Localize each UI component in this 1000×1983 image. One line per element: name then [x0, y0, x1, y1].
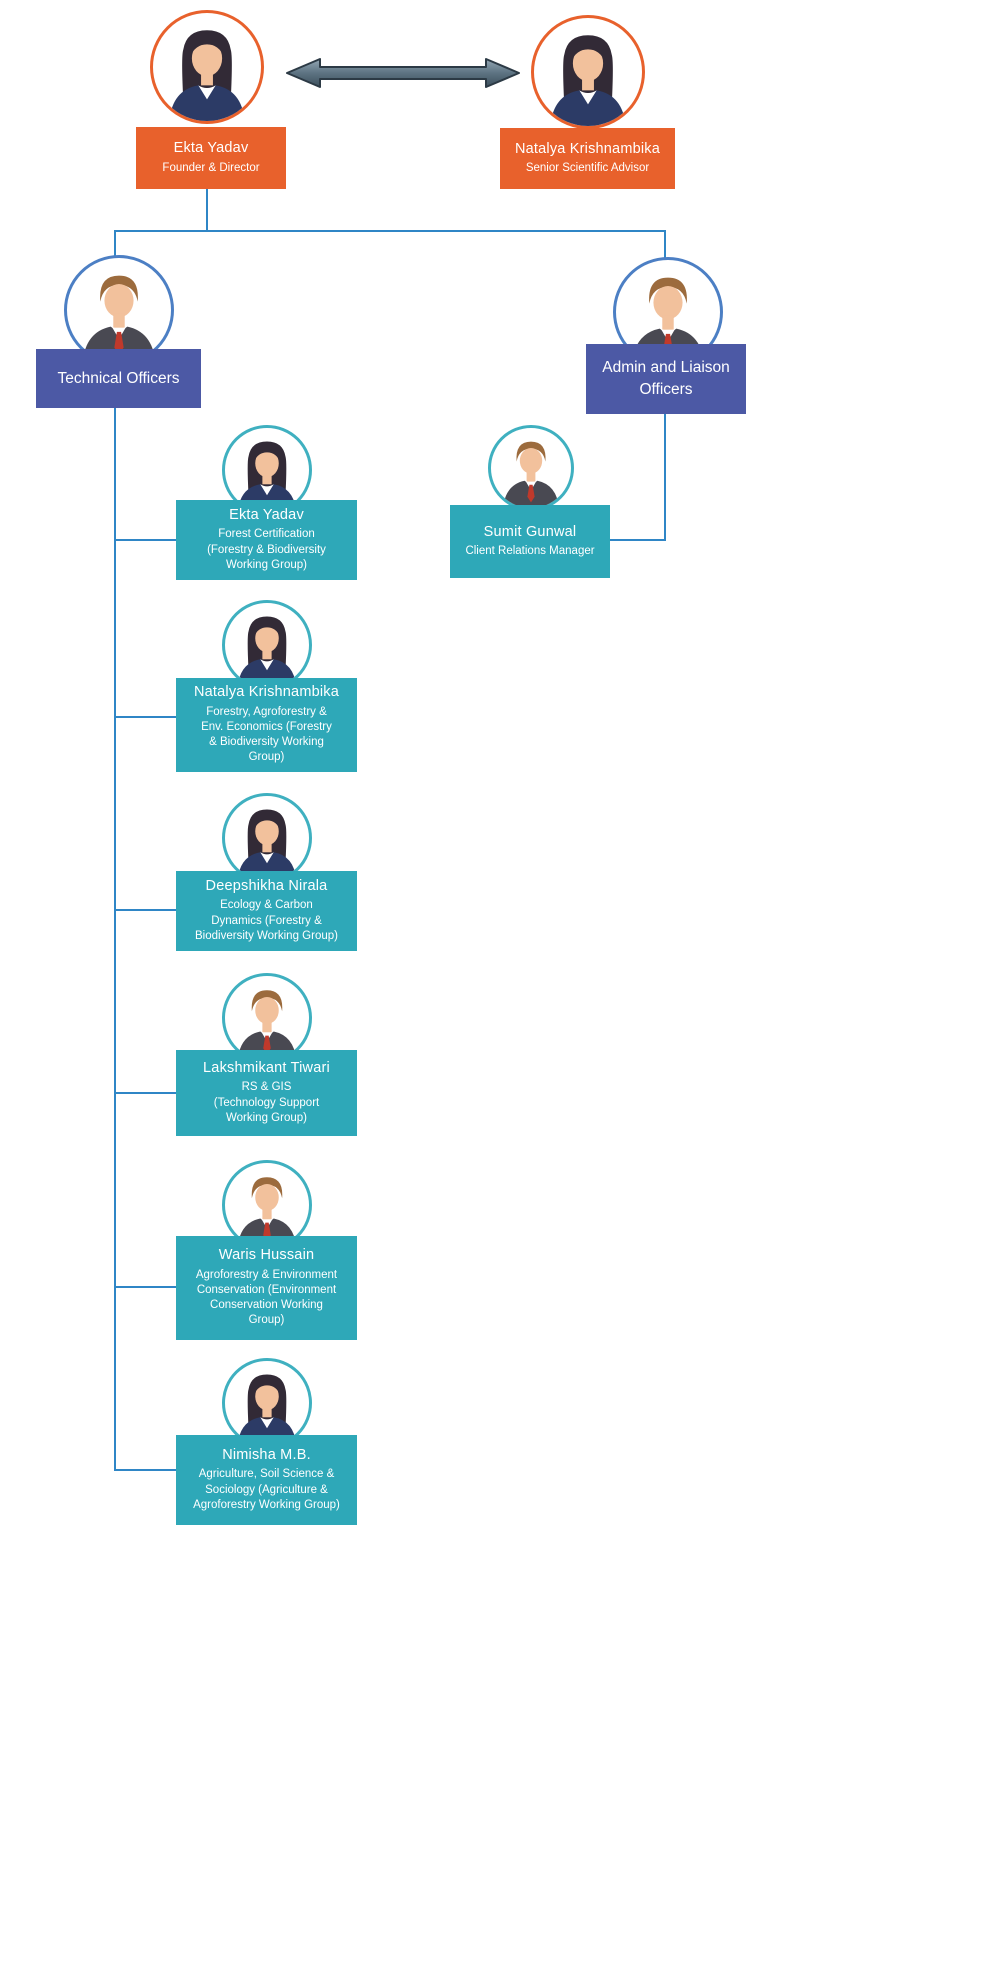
org-node-technical-member: Deepshikha Nirala Ecology & Carbon Dynam… [176, 871, 357, 951]
connector-stub-6 [114, 1469, 176, 1471]
advisor-name: Natalya Krishnambika [514, 140, 661, 157]
member-name: Nimisha M.B. [222, 1447, 311, 1464]
org-node-technical-member: Ekta Yadav Forest Certification (Forestr… [176, 500, 357, 580]
female-avatar [222, 600, 312, 690]
member-role: RS & GIS (Technology Support Working Gro… [213, 1081, 320, 1124]
connector-stub-5 [114, 1286, 176, 1288]
org-node-technical-member: Nimisha M.B. Agriculture, Soil Science &… [176, 1435, 357, 1525]
member-role: Ecology & Carbon Dynamics (Forestry & Bi… [195, 899, 338, 942]
member-role: Client Relations Manager [465, 545, 595, 558]
org-node-founder: Ekta Yadav Founder & Director [136, 127, 286, 189]
org-node-technical-officers: Technical Officers [36, 349, 201, 408]
founder-role: Founder & Director [162, 161, 260, 174]
member-role: Agriculture, Soil Science & Sociology (A… [193, 1468, 340, 1511]
member-name: Waris Hussain [218, 1247, 315, 1264]
two-way-arrow-icon [286, 58, 520, 88]
member-role: Forestry, Agroforestry & Env. Economics … [201, 705, 332, 764]
member-name: Sumit Gunwal [483, 523, 577, 540]
connector-stub-2 [114, 716, 176, 718]
technical-officers-label: Technical Officers [57, 369, 180, 387]
org-node-technical-member: Natalya Krishnambika Forestry, Agrofores… [176, 678, 357, 772]
male-avatar [222, 973, 312, 1063]
org-node-technical-member: Waris Hussain Agroforestry & Environment… [176, 1236, 357, 1340]
member-role: Agroforestry & Environment Conservation … [195, 1268, 338, 1327]
female-avatar [222, 1358, 312, 1448]
connector-admin-stub [610, 539, 666, 541]
member-name: Lakshmikant Tiwari [203, 1060, 330, 1077]
connector-stub-4 [114, 1092, 176, 1094]
member-name: Deepshikha Nirala [205, 878, 328, 895]
connector-founder-down [206, 189, 208, 232]
female-avatar [222, 793, 312, 883]
founder-name: Ekta Yadav [173, 140, 249, 157]
connector-left-down [114, 230, 116, 260]
connector-stub-1 [114, 539, 176, 541]
female-avatar [150, 10, 264, 124]
female-avatar [531, 15, 645, 129]
male-avatar [488, 425, 574, 511]
advisor-role: Senior Scientific Advisor [525, 162, 650, 175]
connector-right-down [664, 230, 666, 260]
org-node-admin-member: Sumit Gunwal Client Relations Manager [450, 505, 610, 578]
org-node-admin-officers: Admin and Liaison Officers [586, 344, 746, 414]
member-role: Forest Certification (Forestry & Biodive… [207, 528, 326, 571]
member-name: Natalya Krishnambika [193, 684, 340, 701]
member-name: Ekta Yadav [229, 507, 304, 524]
org-node-technical-member: Lakshmikant Tiwari RS & GIS (Technology … [176, 1050, 357, 1136]
connector-admin-down [664, 414, 666, 541]
admin-officers-label: Admin and Liaison Officers [602, 359, 730, 398]
connector-stub-3 [114, 909, 176, 911]
connector-horizontal-main [114, 230, 666, 232]
connector-technical-spine [114, 408, 116, 1471]
org-node-advisor: Natalya Krishnambika Senior Scientific A… [500, 128, 675, 189]
